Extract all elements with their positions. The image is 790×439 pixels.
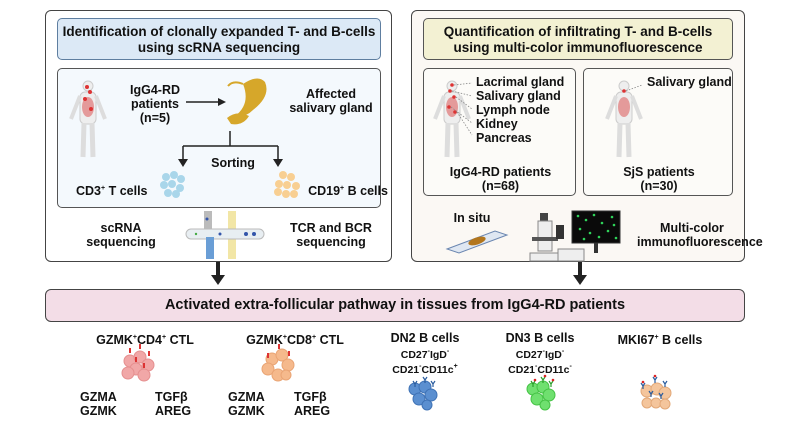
cd4-right-markers: TGFβ AREG <box>155 390 192 418</box>
dn2-b-cell-cluster-icon <box>408 376 438 411</box>
organ-label: Lacrimal gland <box>476 75 565 89</box>
arrow-right-icon <box>186 98 226 106</box>
fluorescence-monitor-icon <box>557 210 621 262</box>
sjs-cohort-box: Salivary gland SjS patients (n=30) <box>583 68 733 196</box>
organ-label: Lymph node <box>476 103 550 117</box>
gzmk-cd4-ctl-label: GZMK+CD4+ CTL <box>96 333 194 347</box>
cd8-left-markers: GZMA GZMK <box>228 390 265 418</box>
cd4-left-markers: GZMA GZMK <box>80 390 117 418</box>
cd4-ctl-cluster-icon <box>121 344 155 382</box>
dn3-b-cell-cluster-icon <box>526 374 556 411</box>
scrna-sequencing-label: scRNA sequencing <box>86 221 156 249</box>
organ-label: Salivary gland <box>476 89 561 103</box>
title-line: Identification of clonally expanded T- a… <box>62 24 376 39</box>
right-flow-arrow-head <box>573 275 587 285</box>
tcr-bcr-sequencing-label: TCR and BCR sequencing <box>290 221 372 249</box>
affected-gland-label: Affected salivary gland <box>289 87 373 115</box>
dn2-b-cells-label: DN2 B cells <box>390 331 460 345</box>
left-flow-arrow-stem <box>216 262 220 276</box>
organ-label: Salivary gland <box>647 75 732 89</box>
igg4-cohort-label: IgG4-RD patients (n=68) <box>449 165 552 193</box>
organ-list: Lacrimal gland Salivary gland Lymph node… <box>476 75 576 145</box>
title-line: using multi-color immunofluorescence <box>453 40 703 55</box>
multi-color-if-label: Multi-color immunofluorescence <box>637 221 763 249</box>
cd8-ctl-cluster-icon <box>261 344 295 382</box>
scrna-panel: Identification of clonally expanded T- a… <box>45 10 392 262</box>
microfluidic-chip-icon <box>185 211 265 259</box>
cd8-right-markers: TGFβ AREG <box>294 390 331 418</box>
dn3-markers: CD27-IgD- CD21-CD11c- <box>508 348 572 376</box>
title-line: using scRNA sequencing <box>137 40 301 55</box>
immunofluorescence-panel-title: Quantification of infiltrating T- and B-… <box>423 18 733 60</box>
igg4-patients-label: IgG4-RD patients (n=5) <box>130 83 180 125</box>
organ-label: Pancreas <box>476 131 532 145</box>
sorting-split-arrows <box>178 131 283 167</box>
dn2-markers: CD27-IgD- CD21-CD11c+ <box>392 348 458 376</box>
t-cell-cluster-icon <box>160 171 185 198</box>
sjs-cohort-label: SjS patients (n=30) <box>623 165 695 193</box>
left-flow-arrow-head <box>211 275 225 285</box>
b-cell-cluster-icon <box>274 171 300 198</box>
salivary-gland-icon <box>227 78 267 125</box>
mki67-b-cells-label: MKI67+ B cells <box>617 333 703 347</box>
sorting-label: Sorting <box>211 156 255 170</box>
t-cells-label: CD3+ T cells <box>76 184 148 198</box>
right-flow-arrow-stem <box>578 262 582 276</box>
organ-label: Kidney <box>476 117 518 131</box>
gzmk-cd8-ctl-label: GZMK+CD8+ CTL <box>246 333 344 347</box>
human-body-icon <box>605 80 643 158</box>
human-body-icon <box>433 80 473 158</box>
b-cells-label: CD19+ B cells <box>308 184 388 198</box>
in-situ-label: In situ <box>453 211 491 225</box>
immunofluorescence-panel: Quantification of infiltrating T- and B-… <box>411 10 763 262</box>
title-line: Quantification of infiltrating T- and B-… <box>443 24 713 39</box>
tissue-slide-icon <box>445 230 509 254</box>
scrna-panel-title: Identification of clonally expanded T- a… <box>57 18 381 60</box>
sorting-workflow-box: IgG4-RD patients (n=5) Affected salivary… <box>57 68 388 208</box>
mki67-b-cell-cluster-icon <box>640 374 672 410</box>
human-body-icon <box>69 80 107 158</box>
dn3-b-cells-label: DN3 B cells <box>505 331 575 345</box>
igg4-cohort-box: Lacrimal gland Salivary gland Lymph node… <box>423 68 576 196</box>
conclusion-banner: Activated extra-follicular pathway in ti… <box>45 289 745 322</box>
